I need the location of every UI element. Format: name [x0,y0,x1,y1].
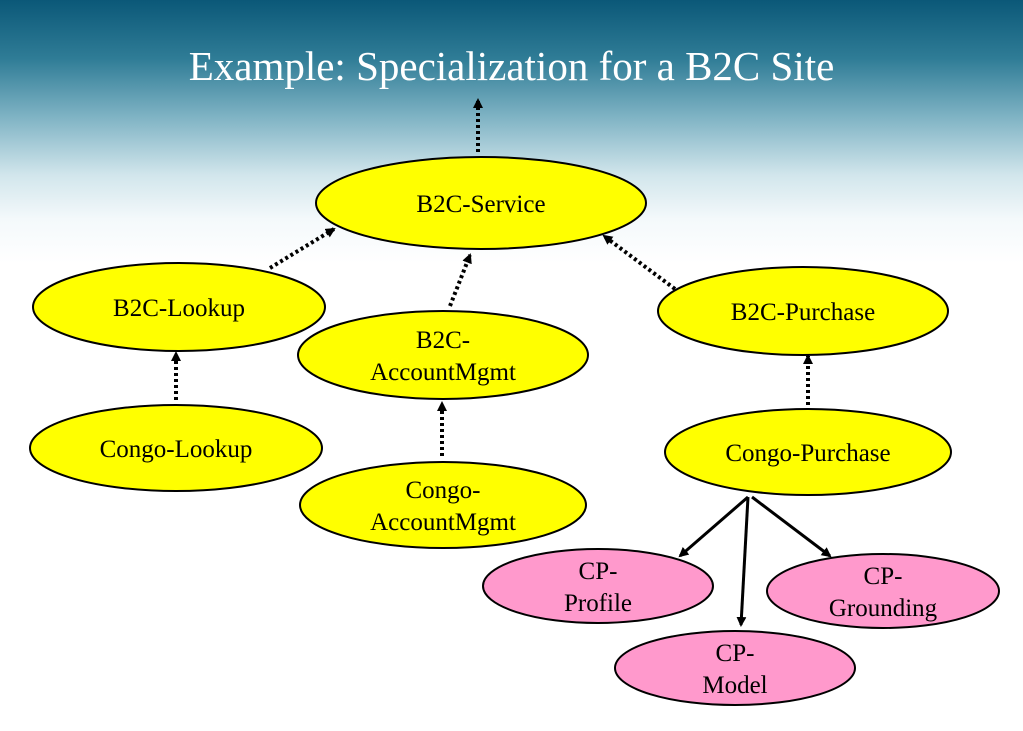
node-cp-model: CP- Model [614,630,856,706]
node-label-cp-profile-line-2: Profile [564,590,632,617]
node-label-cp-model-line-1: CP- [716,640,755,667]
edge-congo-purchase-to-cp-profile [678,495,749,558]
node-b2c-accountmgmt: B2C- AccountMgmt [297,310,589,400]
edge-b2c-purchase-to-b2c-service [602,234,677,291]
node-congo-purchase: Congo-Purchase [664,408,952,496]
node-shape-congo-accountmgmt [299,461,587,549]
node-label-b2c-accountmgmt-line-1: B2C- [416,327,470,354]
edges-layer [171,98,832,627]
node-label-cp-model-line-2: Model [702,672,767,699]
node-b2c-service: B2C-Service [315,156,647,250]
node-shape-congo-lookup [29,404,323,492]
node-label-cp-profile-line-1: CP- [579,558,618,585]
node-cp-profile: CP- Profile [482,548,714,624]
node-congo-lookup: Congo-Lookup [29,404,323,492]
node-label-b2c-purchase-line-1: B2C-Purchase [731,299,875,326]
node-b2c-purchase: B2C-Purchase [657,266,949,356]
node-label-b2c-lookup-line-1: B2C-Lookup [113,295,245,322]
node-shape-cp-profile [482,548,714,624]
node-shape-b2c-purchase [657,266,949,356]
node-label-congo-accountmgmt-line-1: Congo- [406,477,481,504]
node-shape-b2c-accountmgmt [297,310,589,400]
nodes-layer: B2C-ServiceB2C-LookupB2C-AccountMgmtB2C-… [29,156,1000,706]
node-shape-congo-purchase [664,408,952,496]
node-cp-grounding: CP- Grounding [766,553,1000,629]
node-congo-accountmgmt: Congo- AccountMgmt [299,461,587,549]
node-label-cp-grounding-line-2: Grounding [829,595,938,622]
node-label-congo-accountmgmt-line-2: AccountMgmt [370,509,516,536]
node-label-cp-grounding-line-1: CP- [864,563,903,590]
edge-b2c-lookup-to-b2c-service [268,227,336,270]
edge-b2c-accountmgmt-to-b2c-service [448,253,472,307]
edge-congo-purchase-to-cp-model [736,496,750,627]
node-shape-cp-model [614,630,856,706]
node-b2c-lookup: B2C-Lookup [32,262,326,352]
node-shape-b2c-service [315,156,647,250]
edge-congo-purchase-to-cp-grounding [751,495,832,558]
node-shape-b2c-lookup [32,262,326,352]
node-label-congo-purchase-line-1: Congo-Purchase [725,440,890,467]
node-label-b2c-service-line-1: B2C-Service [416,191,545,218]
node-label-b2c-accountmgmt-line-2: AccountMgmt [370,359,516,386]
node-label-congo-lookup-line-1: Congo-Lookup [100,436,253,463]
node-shape-cp-grounding [766,553,1000,629]
slide-title: Example: Specialization for a B2C Site [188,43,835,89]
